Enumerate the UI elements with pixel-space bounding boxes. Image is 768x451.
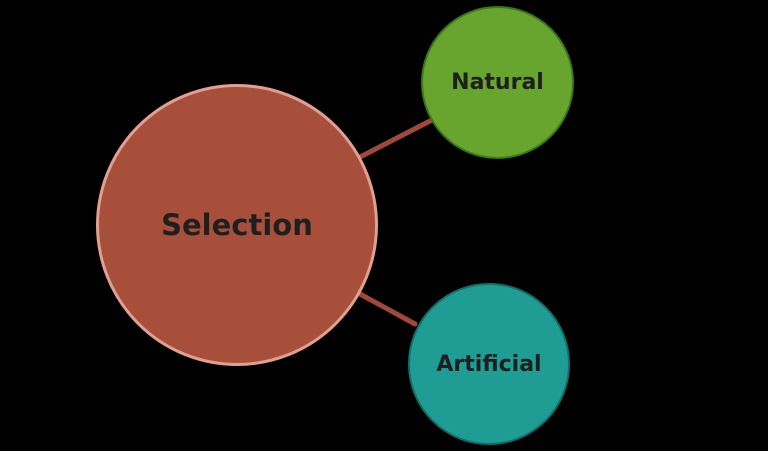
natural-node: Natural (421, 6, 574, 159)
natural-node-label: Natural (451, 70, 544, 95)
artificial-node: Artificial (408, 283, 570, 445)
artificial-node-label: Artificial (436, 351, 542, 377)
connector-selection-natural (357, 118, 433, 160)
connector-selection-artificial (357, 291, 418, 327)
selection-node: Selection (96, 84, 378, 366)
selection-node-label: Selection (161, 208, 313, 242)
